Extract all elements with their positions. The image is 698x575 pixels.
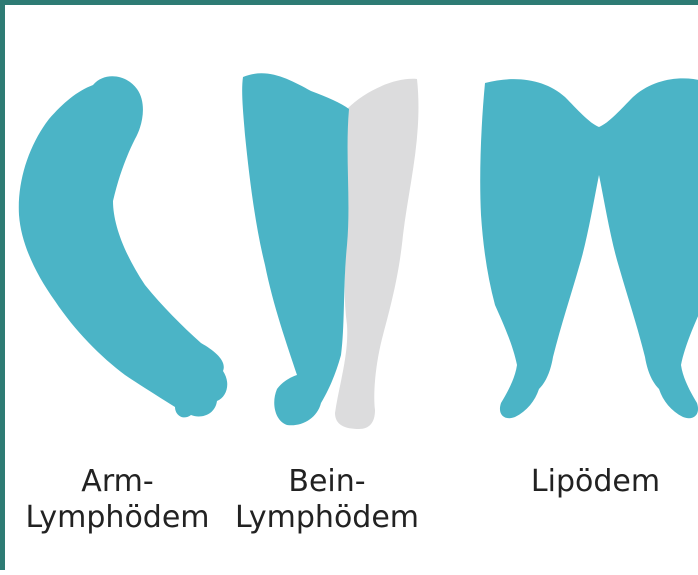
caption-arm-line2: Lymphödem [10,500,225,536]
caption-lip-line1: Lipödem [493,464,698,500]
arm-lymphedema-icon [19,76,227,417]
leg-lymphedema-icon [242,73,349,425]
caption-leg-lymphedema: Bein- Lymphödem [227,464,427,536]
caption-lipedema: Lipödem [493,464,698,500]
caption-arm-line1: Arm- [10,464,225,500]
caption-leg-line2: Lymphödem [227,500,427,536]
caption-leg-line1: Bein- [227,464,427,500]
caption-arm-lymphedema: Arm- Lymphödem [10,464,225,536]
lipedema-icon [480,78,698,418]
